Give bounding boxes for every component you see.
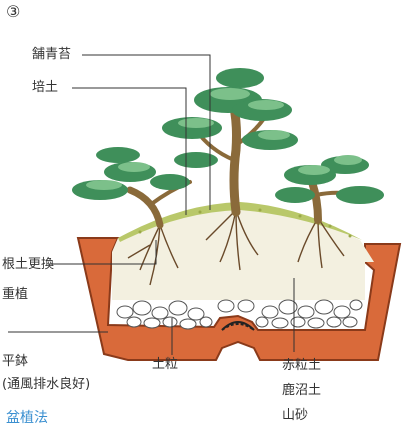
- foliage: [72, 68, 384, 204]
- leader-lines: [8, 54, 295, 355]
- soil-mass: [112, 205, 374, 300]
- figure-title: 盆植法: [6, 410, 48, 426]
- label-flat-pot: 平鉢: [2, 354, 29, 369]
- label-replace-soil: 根土更換: [2, 257, 55, 272]
- figure-number: ③: [6, 2, 21, 21]
- gravel-layer: [116, 299, 363, 330]
- label-flat-pot-note: (通風排水良好): [2, 377, 91, 392]
- label-mountain-sand: 山砂: [282, 408, 309, 423]
- label-replant: 重植: [2, 287, 29, 302]
- label-soil-grains: 土粒: [152, 357, 179, 372]
- leader-moss: [82, 54, 211, 210]
- label-moss: 舗青苔: [32, 47, 72, 62]
- label-cover-soil: 培土: [32, 80, 59, 95]
- leader-replace-soil: [48, 240, 157, 265]
- leader-cover-soil: [72, 87, 187, 215]
- drainage-mesh: [221, 321, 255, 331]
- label-kanuma-soil: 鹿沼土: [282, 383, 322, 398]
- label-red-soil: 赤粒土: [282, 358, 322, 373]
